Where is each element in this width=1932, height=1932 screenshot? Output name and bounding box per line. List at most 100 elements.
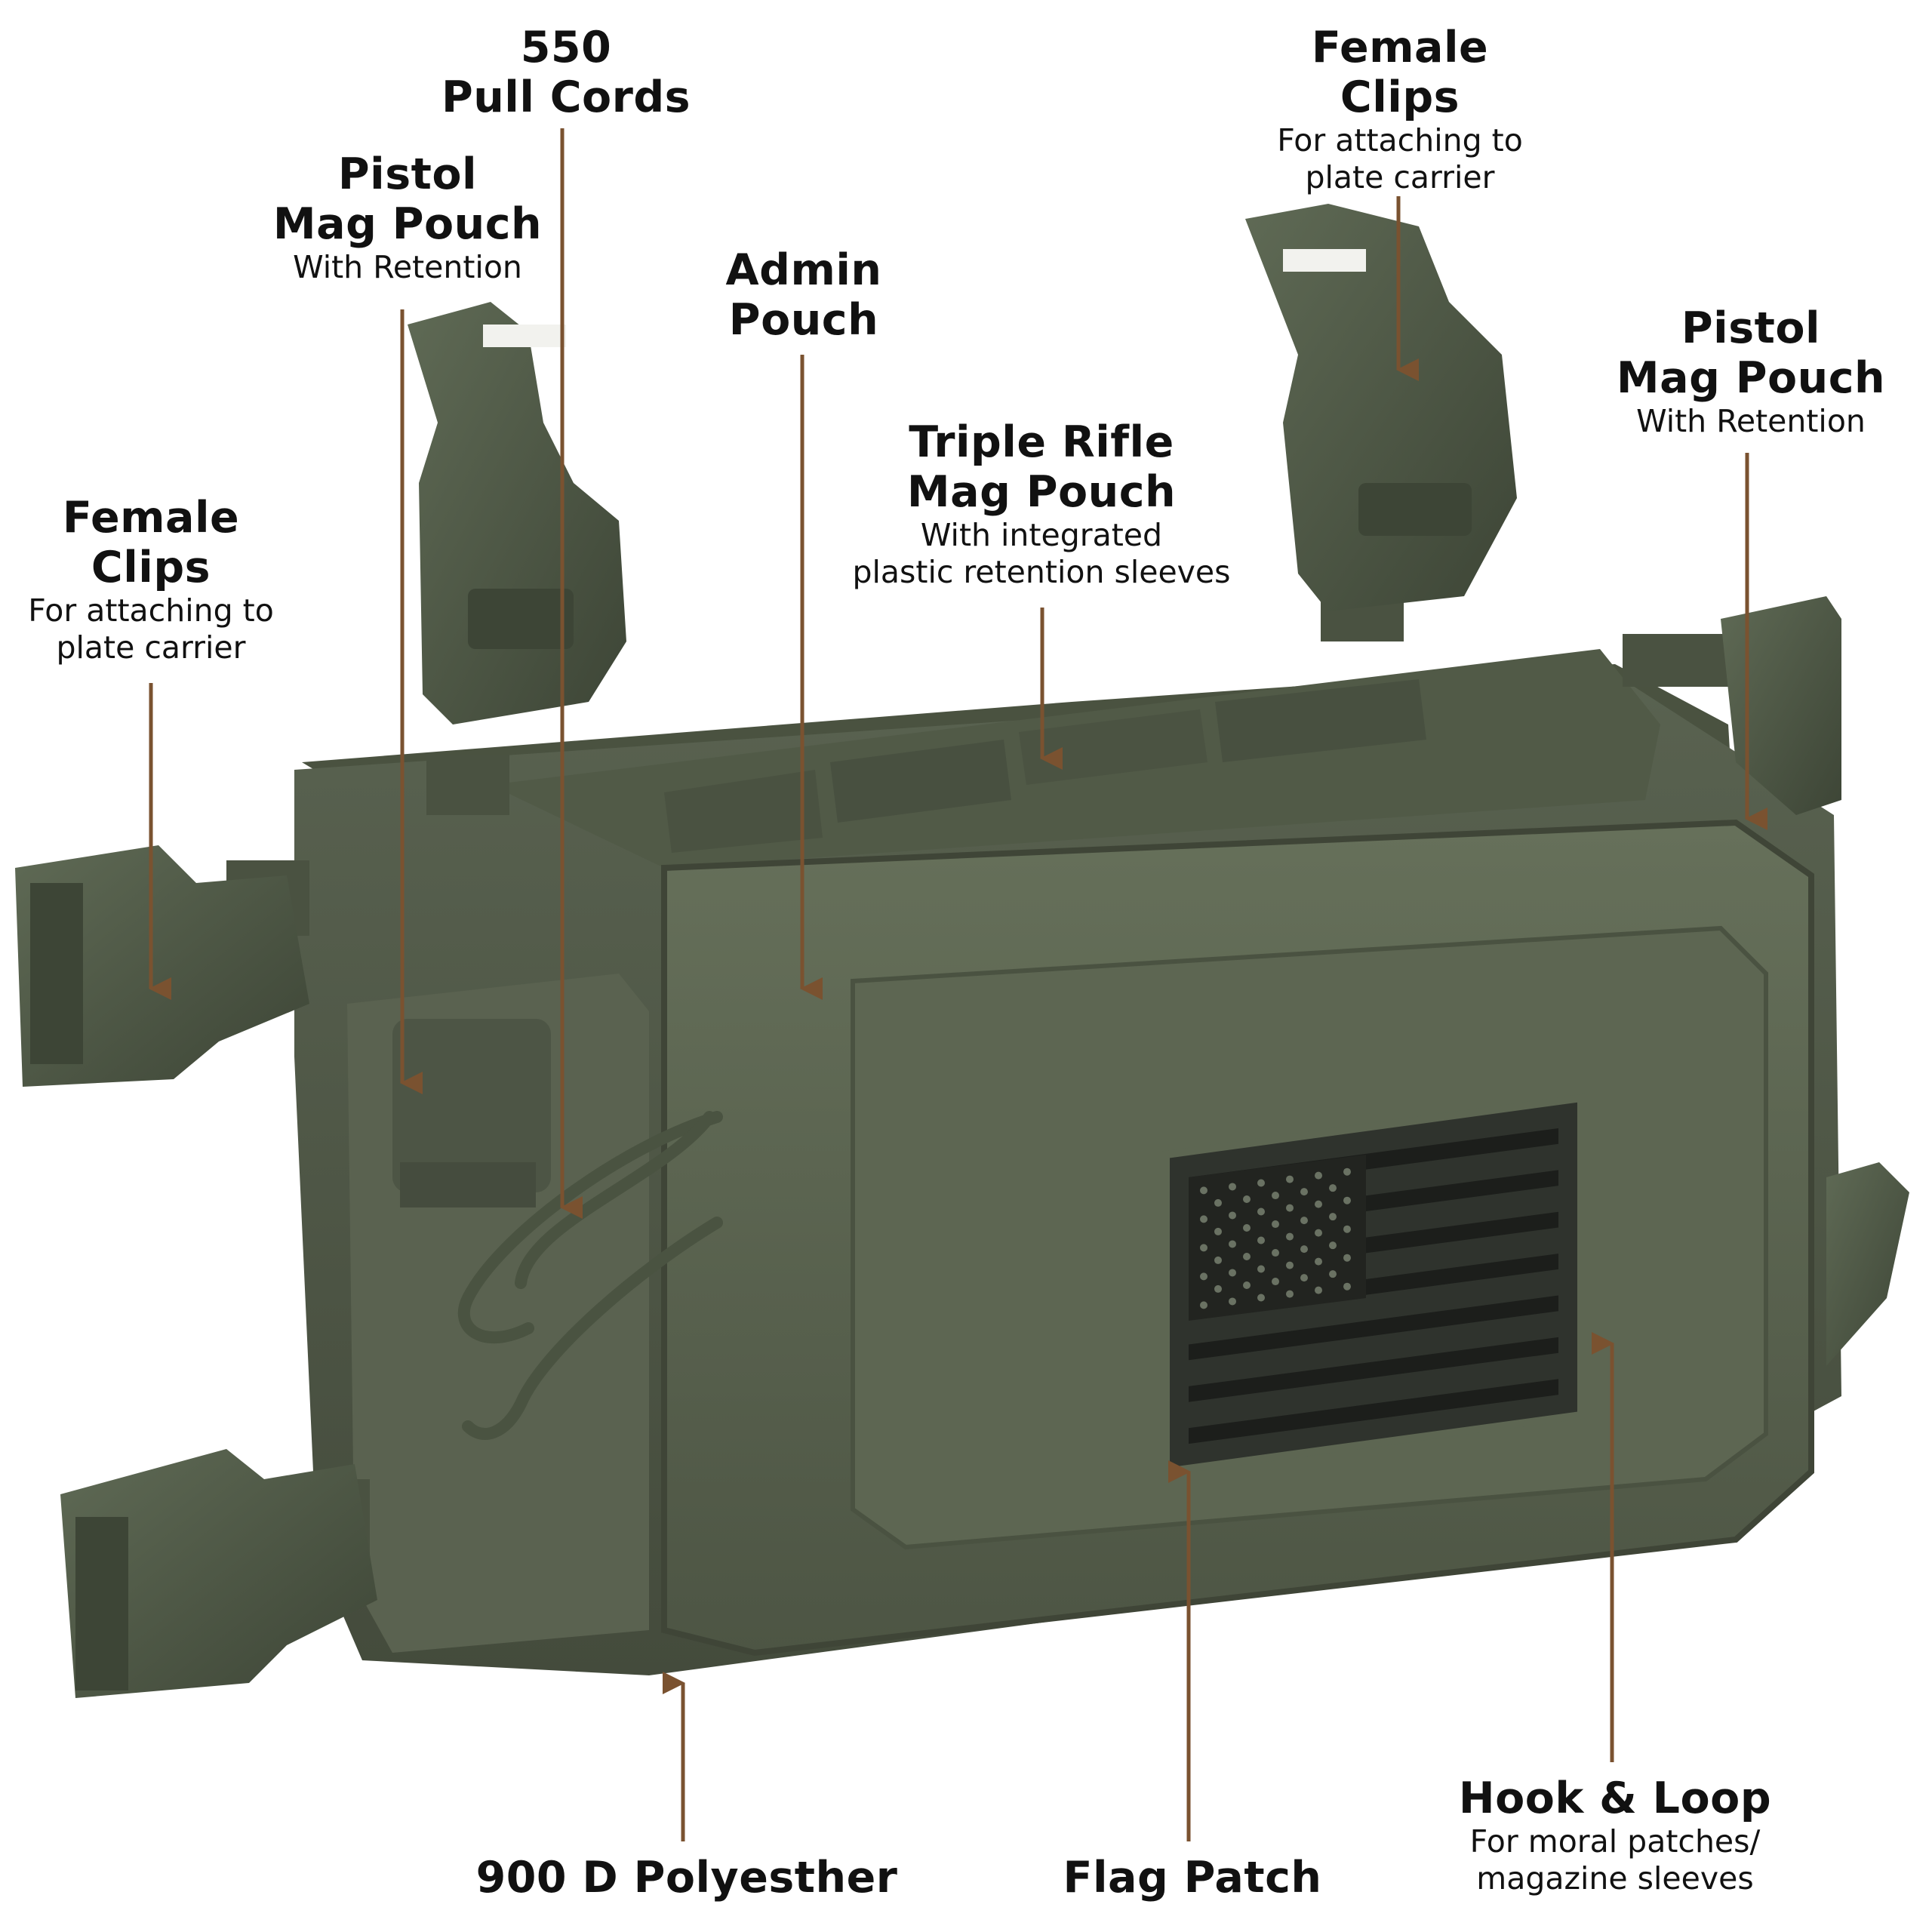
hook-loop-sub-2: magazine sleeves xyxy=(1476,1860,1754,1897)
flag-star xyxy=(1286,1290,1294,1298)
flag-star xyxy=(1214,1284,1222,1293)
flag-star xyxy=(1329,1270,1337,1278)
flag-star xyxy=(1257,1294,1265,1302)
buckle-top-left xyxy=(408,302,626,815)
flag-star xyxy=(1243,1252,1251,1260)
flag-star xyxy=(1300,1245,1308,1254)
flag-star xyxy=(1200,1215,1208,1223)
buckle-right-bottom xyxy=(1826,1162,1909,1366)
flag-star xyxy=(1229,1211,1236,1220)
buckle-right-top xyxy=(1623,596,1841,815)
flag-star xyxy=(1257,1265,1265,1273)
flag-star xyxy=(1343,1254,1351,1262)
flag-star xyxy=(1315,1229,1322,1237)
female-clips-left-sub-1: For attaching to xyxy=(28,592,274,629)
female-clips-top-sub-1: For attaching to xyxy=(1277,122,1523,158)
flag-star xyxy=(1300,1217,1308,1225)
triple-rifle-line-1: Triple Rifle xyxy=(909,417,1174,467)
flag-star xyxy=(1200,1244,1208,1252)
female-clips-left-sub-2: plate carrier xyxy=(56,629,246,666)
pistol-pouch-strap xyxy=(400,1162,536,1208)
callout-hook-loop: Hook & Loop For moral patches/ magazine … xyxy=(1419,1774,1811,1897)
flag-star xyxy=(1315,1257,1322,1266)
callout-female-clips-top: Female Clips For attaching to plate carr… xyxy=(1238,23,1562,196)
callout-pull-cords: 550 Pull Cords xyxy=(400,23,732,122)
flag-star xyxy=(1315,1171,1322,1180)
flag-star xyxy=(1300,1188,1308,1196)
callout-pistol-right: Pistol Mag Pouch With Retention xyxy=(1570,303,1932,440)
flag-patch-line-1: Flag Patch xyxy=(1063,1853,1322,1903)
admin-pouch-border xyxy=(661,819,1814,1657)
hook-loop-sub-1: For moral patches/ xyxy=(1469,1823,1761,1860)
flag-star xyxy=(1343,1168,1351,1176)
mag-sleeve-1 xyxy=(664,770,823,853)
flag-canton xyxy=(1189,1155,1366,1321)
polyester-line-1: 900 D Polyesther xyxy=(475,1853,898,1903)
flag-star xyxy=(1272,1249,1279,1257)
flag-star xyxy=(1229,1183,1236,1191)
flag-stripe xyxy=(1189,1337,1558,1402)
mag-sleeve-4 xyxy=(1215,679,1426,762)
callout-polyester: 900 D Polyesther xyxy=(453,1853,921,1903)
pull-cords xyxy=(457,1111,723,1440)
pull-cords-line-1: 550 xyxy=(520,23,612,72)
flag-star xyxy=(1329,1213,1337,1221)
female-clips-left-line-1: Female xyxy=(62,493,240,543)
callout-admin: Admin Pouch xyxy=(679,245,928,345)
flag-star xyxy=(1200,1272,1208,1281)
flag-star xyxy=(1272,1278,1279,1286)
pistol-right-line-1: Pistol xyxy=(1681,303,1821,353)
flag-star xyxy=(1229,1297,1236,1306)
flag-star xyxy=(1257,1179,1265,1187)
flag-star xyxy=(1243,1195,1251,1203)
admin-line-2: Pouch xyxy=(728,295,879,345)
callout-triple-rifle: Triple Rifle Mag Pouch With integrated p… xyxy=(808,417,1275,591)
female-clips-left-line-2: Clips xyxy=(91,543,211,592)
admin-line-1: Admin xyxy=(725,245,882,295)
triple-rifle-line-2: Mag Pouch xyxy=(906,467,1177,517)
flag-star xyxy=(1214,1198,1222,1207)
flag-stripe xyxy=(1189,1379,1558,1444)
flag-star xyxy=(1315,1286,1322,1294)
flag-star xyxy=(1286,1175,1294,1183)
mag-sleeve-3 xyxy=(1019,709,1208,785)
flag-star xyxy=(1329,1184,1337,1192)
flag-star xyxy=(1243,1223,1251,1232)
flag-star xyxy=(1300,1274,1308,1282)
female-clips-top-line-2: Clips xyxy=(1340,72,1460,122)
flag-stripe xyxy=(1189,1295,1558,1361)
callout-female-clips-left: Female Clips For attaching to plate carr… xyxy=(0,493,302,666)
flag-star xyxy=(1343,1225,1351,1233)
hook-loop-line-1: Hook & Loop xyxy=(1458,1774,1772,1823)
flag-star xyxy=(1272,1192,1279,1200)
flag-star xyxy=(1214,1256,1222,1264)
flag-star xyxy=(1343,1196,1351,1204)
female-clips-top-sub-2: plate carrier xyxy=(1305,159,1495,195)
callout-flag-patch: Flag Patch xyxy=(1034,1853,1351,1903)
flag-star xyxy=(1257,1236,1265,1244)
buckle-left-middle xyxy=(15,845,309,1087)
flag-star xyxy=(1329,1241,1337,1250)
flag-star xyxy=(1229,1240,1236,1248)
pistol-left-line-2: Mag Pouch xyxy=(272,199,543,249)
flag-star xyxy=(1243,1281,1251,1289)
pistol-left-sub-1: With Retention xyxy=(293,249,522,285)
flag-star xyxy=(1229,1269,1236,1277)
flag-star xyxy=(1200,1186,1208,1195)
flag-star xyxy=(1286,1232,1294,1241)
triple-rifle-sub-2: plastic retention sleeves xyxy=(852,554,1231,590)
pull-cords-line-2: Pull Cords xyxy=(441,72,691,122)
pistol-left-line-1: Pistol xyxy=(337,149,478,199)
flag-star xyxy=(1315,1200,1322,1208)
mag-sleeve-2 xyxy=(830,740,1011,823)
pistol-pouch-tab xyxy=(392,1019,551,1192)
flag-star xyxy=(1343,1282,1351,1291)
flag-star xyxy=(1200,1301,1208,1309)
flag-star xyxy=(1286,1204,1294,1212)
female-clips-top-line-1: Female xyxy=(1311,23,1489,72)
flag-patch xyxy=(1162,1094,1585,1476)
buckle-left-bottom xyxy=(60,1449,377,1698)
